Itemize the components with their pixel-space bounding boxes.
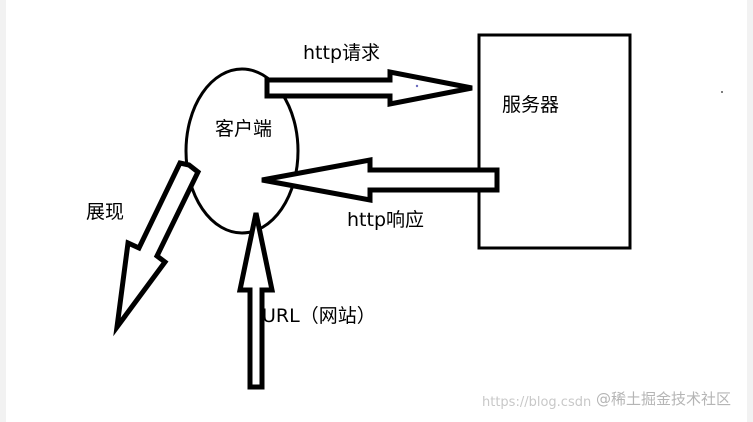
display-label: 展现 — [86, 201, 125, 223]
right-border — [747, 0, 753, 422]
stray-dot — [415, 84, 419, 88]
client-label: 客户端 — [215, 118, 273, 140]
url-label: URL（网站） — [262, 305, 376, 327]
server-box — [477, 33, 632, 250]
stray-dot-right — [721, 91, 723, 93]
response-arrow — [261, 156, 500, 204]
display-arrow — [113, 160, 202, 337]
watermark-url: https://blog.csdn — [482, 395, 592, 410]
client-ellipse — [184, 67, 300, 235]
request-arrow — [264, 68, 473, 108]
server-label: 服务器 — [502, 94, 560, 116]
left-border — [0, 0, 6, 422]
response-label: http响应 — [347, 209, 425, 231]
watermark-site: @稀土掘金技术社区 — [596, 390, 732, 408]
url-arrow — [236, 212, 276, 390]
request-label: http请求 — [303, 42, 381, 64]
